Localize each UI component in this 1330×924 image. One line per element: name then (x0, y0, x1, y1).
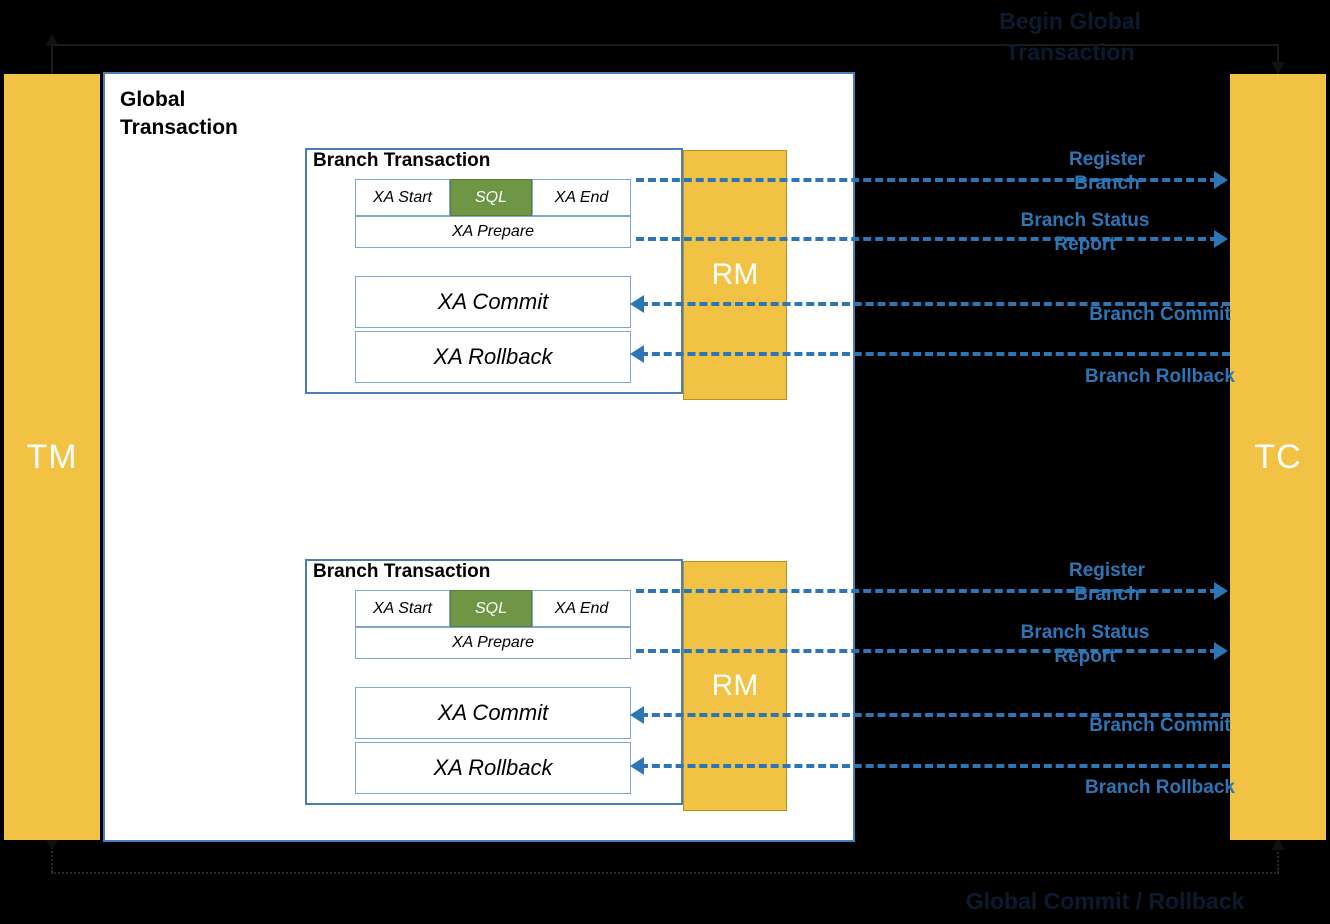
global-end-line (51, 872, 1279, 874)
global-commit-rollback-label: Global Commit / Rollback (965, 888, 1245, 914)
actor-bar-tm[interactable]: TM (4, 74, 100, 840)
tm-bottom-descender (51, 840, 53, 872)
tc-bottom-riser (1277, 845, 1279, 873)
register-branch-label-2: Register Branch (1068, 560, 1146, 605)
branch-transaction-title: Branch Transaction (311, 561, 493, 583)
sql-cell[interactable]: SQL (450, 590, 532, 627)
tc-top-arrow-down (1271, 62, 1285, 74)
register-branch-arrow-2 (1214, 582, 1228, 600)
branch-rollback-label-2: Branch Rollback (1085, 777, 1235, 798)
tm-top-arrow-up (45, 34, 59, 46)
tc-top-descender (1277, 44, 1279, 74)
register-branch-arrow-1 (1214, 171, 1228, 189)
xa-commit-cell[interactable]: XA Commit (355, 687, 631, 739)
branch-status-arrow-1 (1214, 230, 1228, 248)
branch-rollback-arrow-2 (630, 757, 644, 775)
xa-phase-row: XA Start SQL XA End (355, 179, 631, 216)
register-branch-label-1: Register Branch (1068, 149, 1146, 194)
branch-status-line-2 (636, 649, 1218, 653)
xa-start-cell[interactable]: XA Start (355, 590, 450, 627)
branch-status-label-2: Branch Status Report (1020, 622, 1150, 667)
resource-manager-box[interactable]: RM (683, 561, 787, 811)
xa-end-cell[interactable]: XA End (532, 590, 631, 627)
xa-commit-cell[interactable]: XA Commit (355, 276, 631, 328)
branch-rollback-line-1 (640, 352, 1230, 356)
tm-top-riser (51, 44, 53, 76)
sql-cell[interactable]: SQL (450, 179, 532, 216)
register-branch-line-2 (636, 589, 1218, 593)
actor-bar-tc[interactable]: TC (1230, 74, 1326, 840)
branch-rollback-line-2 (640, 764, 1230, 768)
branch-rollback-label-1: Branch Rollback (1085, 366, 1235, 387)
branch-commit-arrow-1 (630, 295, 644, 313)
resource-manager-box[interactable]: RM (683, 150, 787, 400)
xa-prepare-cell[interactable]: XA Prepare (355, 216, 631, 248)
xa-start-cell[interactable]: XA Start (355, 179, 450, 216)
tm-bottom-arrow-down (45, 838, 59, 850)
xa-rollback-cell[interactable]: XA Rollback (355, 331, 631, 383)
branch-commit-label-2: Branch Commit (1089, 715, 1231, 736)
xa-end-cell[interactable]: XA End (532, 179, 631, 216)
branch-commit-label-1: Branch Commit (1089, 304, 1231, 325)
branch-status-arrow-2 (1214, 642, 1228, 660)
branch-commit-arrow-2 (630, 706, 644, 724)
register-branch-line-1 (636, 178, 1218, 182)
branch-rollback-arrow-1 (630, 345, 644, 363)
xa-rollback-cell[interactable]: XA Rollback (355, 742, 631, 794)
begin-global-line (51, 44, 1279, 46)
xa-phase-row: XA Start SQL XA End (355, 590, 631, 627)
branch-commit-line-2 (640, 713, 1230, 717)
begin-global-transaction-label: Begin Global Transaction (999, 8, 1141, 66)
branch-status-line-1 (636, 237, 1218, 241)
branch-transaction-title: Branch Transaction (311, 150, 493, 172)
branch-commit-line-1 (640, 302, 1230, 306)
branch-status-label-1: Branch Status Report (1020, 210, 1150, 255)
xa-prepare-cell[interactable]: XA Prepare (355, 627, 631, 659)
tc-bottom-arrow-up (1271, 838, 1285, 850)
global-transaction-title: Global Transaction (120, 88, 238, 140)
